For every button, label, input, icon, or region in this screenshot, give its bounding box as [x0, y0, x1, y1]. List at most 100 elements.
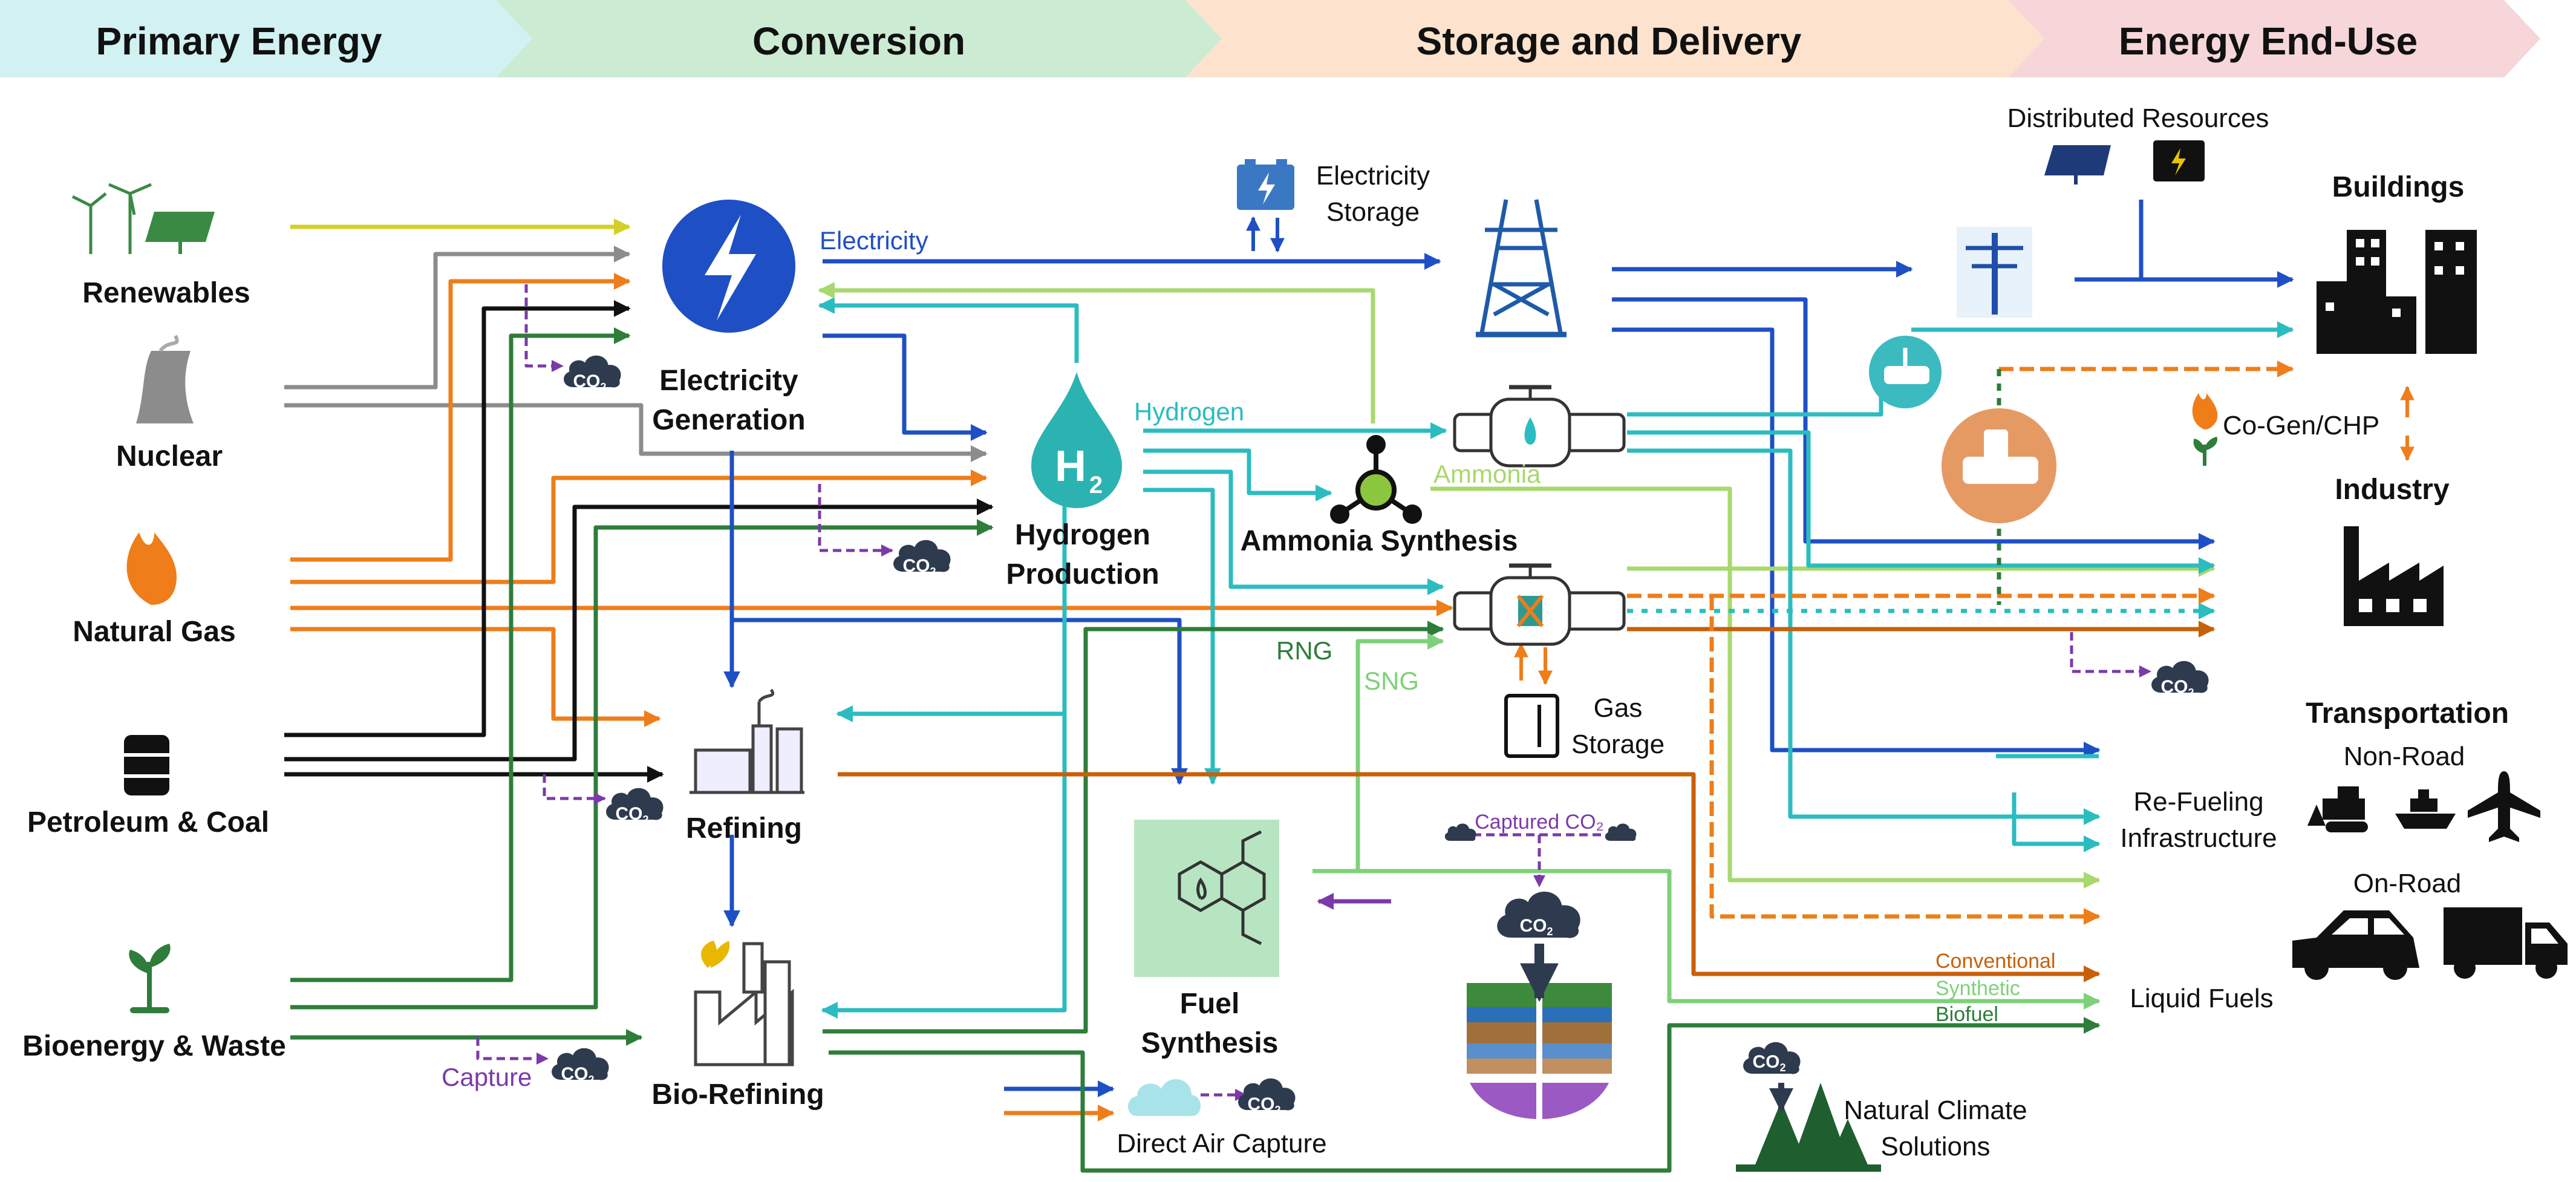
truck-icon [2444, 907, 2568, 979]
solar-panel-icon [2044, 145, 2111, 184]
flow-electricity [823, 333, 988, 441]
stage-end-use [2008, 0, 2540, 77]
svg-text:CO2: CO2 [561, 1064, 594, 1086]
flow-nuclear [284, 246, 631, 390]
stage-title: Storage and Delivery [1417, 19, 1802, 63]
biorefinery-icon [694, 941, 794, 1066]
sprout-icon [2193, 437, 2217, 466]
utility-pole-icon [1957, 227, 2032, 318]
flow-hydrogen [1627, 448, 2101, 825]
end-use-label: Re-Fueling [2133, 787, 2263, 817]
flow-bio [290, 327, 631, 982]
storage-label: Distributed Resources [2007, 103, 2269, 133]
flow-gas-mix [1709, 596, 2101, 925]
flow-ammonia [1430, 486, 2101, 889]
ship-icon [2395, 789, 2456, 829]
storage-label: Gas [1594, 693, 1643, 723]
transmission-tower-icon [1476, 199, 1567, 338]
flow-natural-gas [290, 627, 661, 727]
source-label: Natural Gas [73, 616, 235, 648]
flow-bio [290, 519, 994, 1010]
flow-rng [823, 621, 1444, 1034]
flow-label-rng: RNG [1276, 636, 1332, 665]
gas-tank-icon [1504, 694, 1559, 758]
flow-label-hydrogen: Hydrogen [1134, 397, 1244, 426]
flow-hydrogen [2012, 792, 2101, 852]
source-label: Nuclear [116, 440, 223, 472]
storage-label: Storage [1326, 197, 1420, 227]
end-use-label: Non-Road [2344, 742, 2465, 771]
capture-label: Capture [442, 1063, 532, 1091]
dac-cloud-icon [1128, 1079, 1201, 1116]
pipeline-valve-icon [1453, 385, 1626, 468]
end-use-label: Transportation [2306, 697, 2509, 730]
flame-icon [126, 532, 177, 605]
solar-panel-icon [145, 212, 215, 254]
flow-electricity [732, 618, 1188, 785]
flow-synthetic [1312, 869, 2101, 1010]
factory-icon [2344, 526, 2444, 626]
h2-label: H [1055, 442, 1086, 491]
flow-nuclear [284, 403, 988, 462]
flow-hydrogen [1627, 378, 1883, 417]
flow-electricity [1612, 297, 2216, 550]
flow-hydrogen [818, 297, 1079, 363]
flow-conventional [838, 772, 2101, 982]
h2-sub: 2 [1089, 472, 1103, 498]
cooling-tower-icon [136, 335, 194, 423]
storage-label: Natural Climate [1844, 1095, 2027, 1125]
oil-barrel-icon [124, 735, 169, 795]
flow-hydrogen [1143, 448, 1332, 501]
refinery-icon [690, 688, 804, 794]
conversion-label: Electricity [659, 365, 798, 397]
conversion-label: Production [1006, 558, 1159, 590]
stage-primary-energy [0, 0, 532, 77]
gas-pipe-icon [1942, 408, 2056, 523]
conversion-label: Fuel [1180, 988, 1240, 1020]
stage-title: Primary Energy [96, 19, 382, 63]
flow-capture [818, 484, 893, 557]
flow-capture [2070, 632, 2151, 678]
conversion-label: Direct Air Capture [1117, 1129, 1326, 1158]
wind-turbine-icon [71, 183, 152, 254]
storage-label: Solutions [1880, 1132, 1990, 1161]
conversion-label: Refining [686, 812, 802, 844]
flow-hydrogen [1143, 488, 1221, 785]
end-use-label: Liquid Fuels [2130, 984, 2273, 1013]
flow-capture [524, 284, 564, 372]
source-label: Renewables [82, 277, 250, 309]
captured-co2-label: Captured CO₂ [1475, 811, 1604, 834]
hydrogen-pipe-icon [1869, 336, 1942, 408]
lightning-icon [662, 200, 795, 333]
storage-label: Storage [1571, 730, 1665, 759]
conversion-label: Generation [652, 404, 805, 436]
conversion-label: Bio-Refining [651, 1079, 824, 1111]
flow-capture [543, 774, 606, 805]
flow-electricity [1612, 327, 2101, 759]
conversion-label: Ammonia Synthesis [1241, 525, 1518, 557]
flow-label-synthetic: Synthetic [1935, 977, 2020, 1000]
flow-hydrogen [1627, 430, 2216, 574]
stage-conversion [496, 0, 1222, 77]
flow-lines [284, 200, 2415, 1173]
forest-icon [1736, 1083, 1881, 1172]
flow-ammonia [818, 282, 1375, 423]
flow-natural-gas [290, 273, 631, 562]
end-use-label: Industry [2335, 474, 2450, 506]
geologic-storage-icon [1467, 983, 1612, 1119]
flow-label-biofuel: Biofuel [1935, 1003, 1998, 1026]
source-label: Bioenergy & Waste [22, 1030, 286, 1062]
conversion-label: Hydrogen [1015, 519, 1150, 551]
airplane-icon [2468, 771, 2540, 842]
flow-natural-gas [290, 469, 988, 584]
flow-petroleum [284, 300, 631, 737]
battery-icon [1237, 159, 1294, 210]
flow-petroleum [284, 498, 994, 762]
end-use-label: On-Road [2353, 869, 2462, 898]
stage-header: Primary Energy Conversion Storage and De… [0, 0, 2540, 77]
stage-title: Energy End-Use [2119, 19, 2418, 63]
flow-label-sng: SNG [1364, 667, 1419, 695]
buildings-icon [2317, 230, 2477, 354]
